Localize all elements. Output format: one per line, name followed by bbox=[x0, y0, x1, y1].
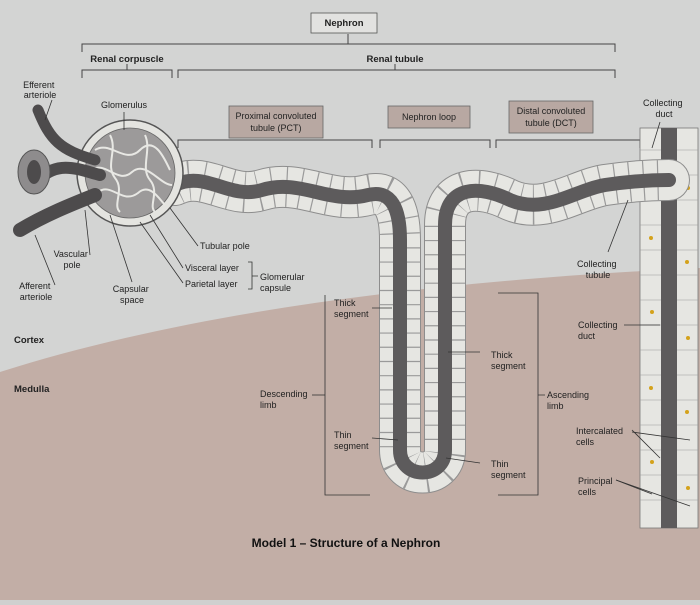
renal-tubule-title: Renal tubule bbox=[366, 54, 423, 65]
loop-box-label: Nephron loop bbox=[402, 112, 456, 122]
principal-cells-label: Principal cells bbox=[578, 476, 615, 497]
cortex-label: Cortex bbox=[14, 335, 45, 346]
vascular-pole-label: Vascular pole bbox=[54, 249, 91, 270]
medulla-region bbox=[0, 268, 700, 600]
afferent-arteriole-label: Afferent arteriole bbox=[19, 281, 53, 302]
intercalated-cells-label: Intercalated cells bbox=[576, 426, 626, 447]
thick-segment-descending-label: Thick segment bbox=[334, 298, 369, 319]
thin-segment-ascending-label: Thin segment bbox=[491, 459, 526, 480]
pct-box: Proximal convoluted tubule (PCT) bbox=[228, 105, 324, 139]
collecting-duct-mid-label: Collecting duct bbox=[578, 320, 620, 341]
medulla-label: Medulla bbox=[14, 384, 50, 395]
pct-box-line2: tubule (PCT) bbox=[250, 123, 301, 133]
renal-corpuscle-title: Renal corpuscle bbox=[90, 54, 163, 65]
thin-segment-descending-label: Thin segment bbox=[334, 430, 369, 451]
leader-lines bbox=[34, 99, 691, 507]
dct-box: Distal convoluted tubule (DCT) bbox=[508, 100, 594, 134]
glomerular-capsule-label: Glomerular capsule bbox=[260, 272, 307, 293]
nephron-title: Nephron bbox=[324, 18, 363, 29]
dct-box-line2: tubule (DCT) bbox=[525, 118, 577, 128]
renal-corpuscle bbox=[13, 104, 184, 237]
tubular-pole-label: Tubular pole bbox=[200, 241, 250, 251]
collecting-duct-top-label: Collecting duct bbox=[643, 98, 685, 119]
thick-segment-ascending-label: Thick segment bbox=[491, 350, 526, 371]
renal-tubule bbox=[154, 159, 690, 494]
glomerulus-label: Glomerulus bbox=[101, 100, 148, 110]
collecting-tubule-label: Collecting tubule bbox=[577, 259, 619, 280]
capsular-space-label: Capsular space bbox=[113, 284, 152, 305]
figure-caption: Model 1 – Structure of a Nephron bbox=[252, 536, 441, 550]
descending-limb-label: Descending limb bbox=[260, 389, 310, 410]
efferent-arteriole-label: Efferent arteriole bbox=[23, 80, 57, 100]
pct-box-line1: Proximal convoluted bbox=[235, 111, 316, 121]
ascending-limb-label: Ascending limb bbox=[547, 390, 592, 411]
nephron-title-box bbox=[310, 12, 378, 34]
parietal-layer-label: Parietal layer bbox=[185, 279, 238, 289]
loop-box: Nephron loop bbox=[387, 105, 471, 129]
dct-box-line1: Distal convoluted bbox=[517, 106, 586, 116]
visceral-layer-label: Visceral layer bbox=[185, 263, 239, 273]
